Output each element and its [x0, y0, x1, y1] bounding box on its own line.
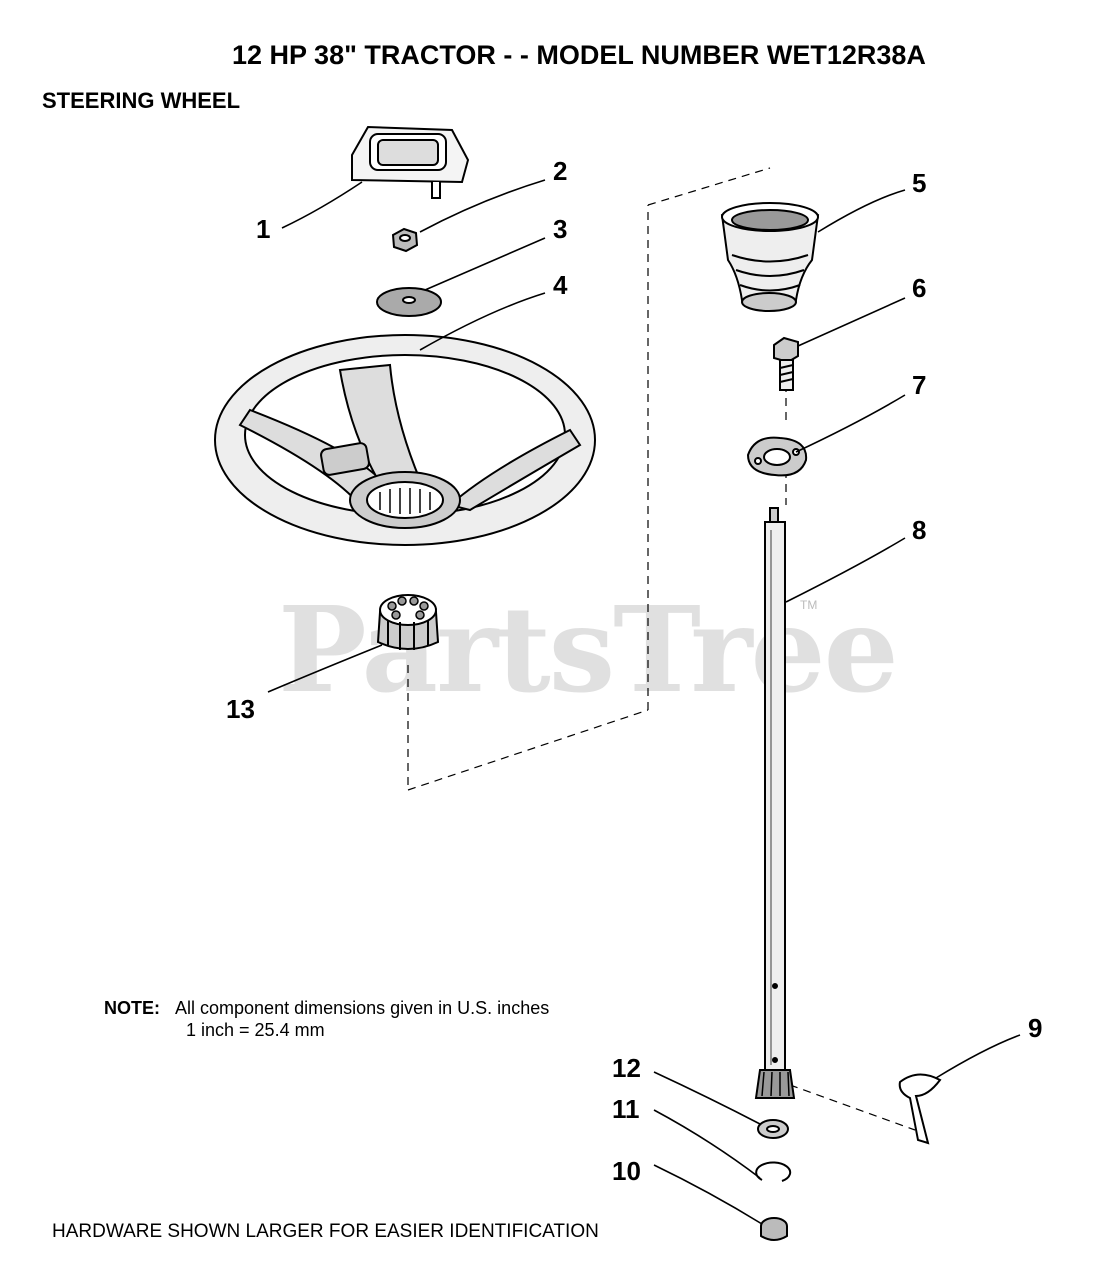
- section-title: STEERING WHEEL: [42, 88, 241, 113]
- callout-3: 3: [553, 214, 567, 244]
- part-2-nut: [391, 227, 419, 253]
- part-12-washer: [757, 1119, 789, 1139]
- leader-6: [797, 297, 906, 347]
- part-1-hub-cap: [351, 125, 470, 199]
- leader-7: [795, 394, 906, 453]
- note-line-1: All component dimensions given in U.S. i…: [175, 998, 550, 1018]
- callout-5: 5: [912, 168, 926, 198]
- part-4-steering-wheel: [214, 334, 596, 546]
- dimension-note: NOTE: All component dimensions given in …: [104, 997, 550, 1040]
- assembly-lines: [407, 167, 916, 1131]
- leader-9: [935, 1034, 1021, 1079]
- callout-8: 8: [912, 515, 926, 545]
- callout-13: 13: [226, 694, 255, 724]
- callout-7: 7: [912, 370, 926, 400]
- watermark-tm: TM: [800, 598, 818, 612]
- leader-11: [653, 1109, 761, 1179]
- part-3-washer: [376, 287, 442, 317]
- callout-10: 10: [612, 1156, 641, 1186]
- callout-2: 2: [553, 156, 567, 186]
- part-13-adapter: [376, 594, 440, 650]
- part-10-bushing: [760, 1217, 788, 1241]
- watermark: PartsTree: [278, 580, 899, 719]
- leader-3: [424, 237, 546, 291]
- leader-8: [785, 537, 906, 603]
- leader-13: [267, 644, 383, 693]
- part-6-bolt: [773, 336, 799, 391]
- callout-9: 9: [1028, 1013, 1042, 1043]
- footer-note: HARDWARE SHOWN LARGER FOR EASIER IDENTIF…: [52, 1221, 599, 1242]
- note-line-2: 1 inch = 25.4 mm: [186, 1020, 325, 1040]
- part-7-flange-plate: [746, 436, 808, 477]
- part-9-key: [898, 1073, 942, 1145]
- leader-1: [281, 181, 363, 229]
- part-11-retaining-ring: [755, 1161, 792, 1182]
- leader-12: [653, 1071, 761, 1125]
- callout-1: 1: [256, 214, 270, 244]
- callout-12: 12: [612, 1053, 641, 1083]
- callout-4: 4: [553, 270, 568, 300]
- part-5-steering-boot: [720, 202, 820, 312]
- diagram-title: 12 HP 38" TRACTOR - - MODEL NUMBER WET12…: [232, 40, 926, 70]
- leader-5: [817, 189, 906, 233]
- leader-4: [419, 292, 546, 351]
- leader-lines: [267, 179, 1021, 1225]
- callout-11: 11: [612, 1094, 640, 1124]
- callout-6: 6: [912, 273, 926, 303]
- note-label: NOTE:: [104, 998, 160, 1018]
- part-8-steering-shaft: [754, 507, 796, 1099]
- leader-2: [419, 179, 546, 233]
- leader-10: [653, 1164, 763, 1225]
